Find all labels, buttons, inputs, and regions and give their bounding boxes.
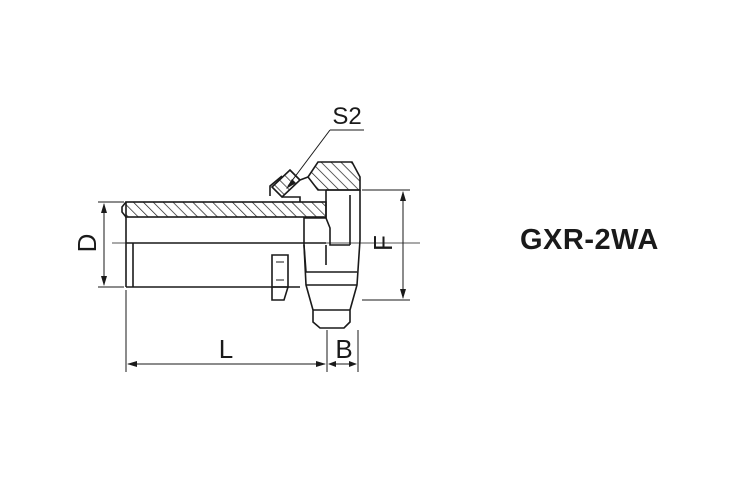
o-ring-seal [269, 168, 309, 301]
dimension-label-b: B [335, 334, 352, 364]
hex-nut [303, 161, 361, 329]
dimension-l: L [125, 290, 328, 372]
thread-body [121, 201, 327, 288]
model-code: GXR-2WA [520, 224, 659, 256]
dimension-label-f: F [368, 235, 398, 251]
dimension-b: B [328, 330, 359, 372]
leader-s2: S2 [286, 103, 364, 189]
dimension-label-d: D [72, 234, 102, 253]
dimension-label-s2: S2 [332, 103, 361, 130]
dimension-d: D [72, 201, 124, 288]
dimension-f: F [362, 189, 410, 301]
dimension-label-l: L [219, 334, 233, 364]
